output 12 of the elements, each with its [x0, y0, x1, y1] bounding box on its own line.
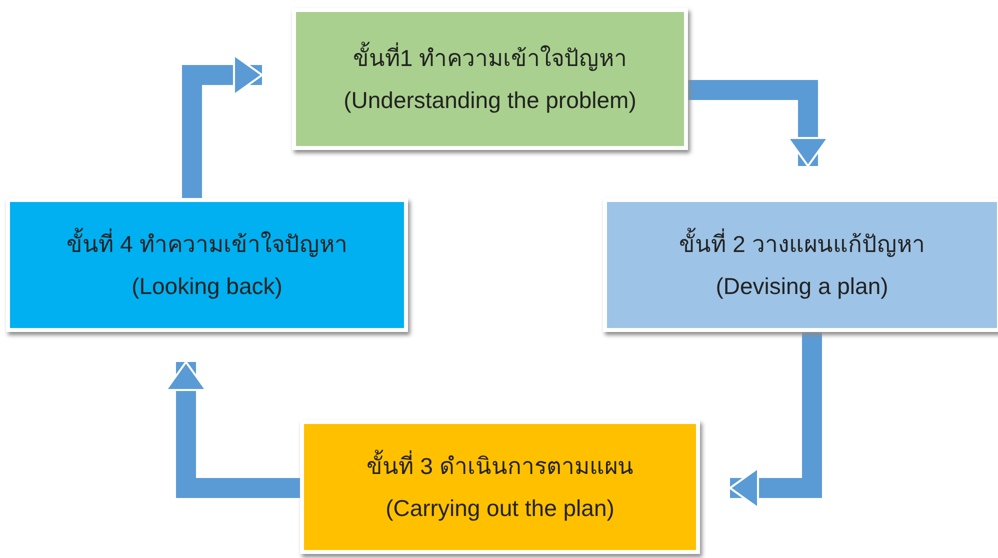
step-title: ขั้นที่ 2 วางแผนแก้ปัญหา: [679, 229, 925, 259]
block-arrow: [182, 54, 263, 198]
block-arrow: [688, 80, 829, 167]
step-title: ขั้นที่ 4 ทำความเข้าใจปัญหา: [66, 229, 348, 259]
block-arrow: [165, 361, 300, 498]
step-subtitle: (Devising a plan): [716, 272, 888, 301]
step-title: ขั้นที่1 ทำความเข้าใจปัญหา: [352, 43, 628, 73]
step-title: ขั้นที่ 3 ดำเนินการตามแผน: [366, 451, 634, 481]
block-arrow: [729, 332, 822, 509]
step-subtitle: (Carrying out the plan): [386, 494, 614, 523]
step-subtitle: (Looking back): [132, 272, 282, 301]
step-subtitle: (Understanding the problem): [344, 86, 636, 115]
